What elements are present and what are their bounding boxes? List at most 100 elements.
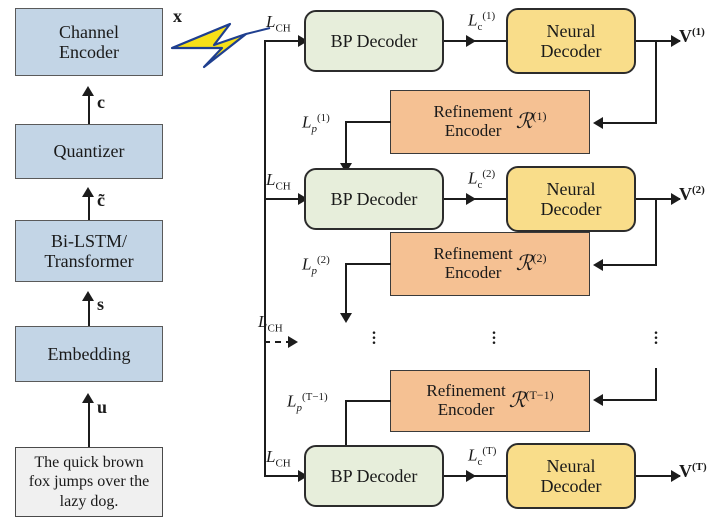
- rowT-channel-llr-label: LCH: [266, 447, 291, 470]
- row2-code-llr-arrow: [466, 193, 476, 205]
- rowT-feedback-arrow: [593, 394, 603, 406]
- row2-channel-arrow: [298, 193, 308, 205]
- signal-label-c-tilde: c̃: [97, 190, 105, 210]
- refine-2-line2: Encoder: [444, 263, 502, 282]
- row2-channel-line: [264, 198, 304, 200]
- row1-output-arrow: [671, 35, 681, 47]
- block-bilstm-transformer: Bi-LSTM/ Transformer: [15, 220, 163, 282]
- refine-2-symbol: ℛ(2): [515, 251, 547, 276]
- rowT-channel-arrow: [298, 470, 308, 482]
- arrow-ctilde-line: [88, 196, 90, 222]
- ellipsis-channel-llr-label: LCH: [258, 312, 283, 335]
- rowT-code-llr-arrow: [466, 470, 476, 482]
- signal-label-u: u: [97, 397, 108, 417]
- refine-1-symbol: ℛ(1): [515, 109, 547, 134]
- rowT-output-arrow: [671, 470, 681, 482]
- ellipsis-channel-dashed-line: [264, 341, 292, 343]
- quantizer-label: Quantizer: [53, 141, 125, 162]
- neural-decoder-1: Neural Decoder: [506, 8, 636, 74]
- row1-code-llr-label: Lc(1): [468, 10, 496, 34]
- refinement-encoder-1: Refinement Encoder ℛ(1): [390, 90, 590, 154]
- arrow-ctilde-head: [82, 187, 94, 197]
- row2-output-line: [636, 198, 680, 200]
- block-quantizer: Quantizer: [15, 124, 163, 179]
- bp-decoder-1: BP Decoder: [304, 10, 444, 72]
- row2-channel-llr-label: LCH: [266, 170, 291, 193]
- bilstm-line1: Bi-LSTM/: [50, 230, 127, 251]
- row2-output-arrow: [671, 193, 681, 205]
- row1-output-line: [636, 40, 680, 42]
- embedding-label: Embedding: [47, 343, 131, 364]
- rowT-channel-line: [264, 475, 304, 477]
- row2-feedback-vline: [655, 198, 657, 266]
- row2-feedback-hline: [600, 264, 657, 266]
- refine-1-line2: Encoder: [444, 121, 502, 140]
- ellipsis-channel-arrow: [288, 336, 298, 348]
- bp-decoder-T-label: BP Decoder: [330, 465, 418, 486]
- bp-decoder-2: BP Decoder: [304, 168, 444, 230]
- refine-2-line1: Refinement: [433, 244, 513, 264]
- row1-code-llr-arrow: [466, 35, 476, 47]
- vertical-dots-refine: ...: [491, 314, 497, 349]
- row2-prior-arrow: [340, 313, 352, 323]
- rowT-prior-llr-label: Lp(T−1): [287, 391, 328, 415]
- row1-channel-llr-label: LCH: [266, 12, 291, 35]
- vertical-dots-bp: ...: [371, 314, 377, 349]
- refine-T-symbol: ℛ(T−1): [508, 388, 554, 413]
- row1-feedback-vline: [655, 40, 657, 124]
- refinement-encoder-2: Refinement Encoder ℛ(2): [390, 232, 590, 296]
- rowT-output-label: V(T): [679, 461, 707, 481]
- channel-trunk-line: [264, 41, 266, 475]
- row2-feedback-arrow: [593, 259, 603, 271]
- refine-T-line1: Refinement: [426, 381, 506, 401]
- signal-label-x: x: [173, 6, 182, 26]
- refine-T-line2: Encoder: [437, 400, 495, 419]
- block-channel-encoder: Channel Encoder: [15, 8, 163, 76]
- row2-output-label: V(2): [679, 184, 705, 204]
- arrow-u-head: [82, 393, 94, 403]
- lightning-bolt-icon: [170, 22, 271, 69]
- row2-prior-hline: [345, 263, 391, 265]
- rowT-feedback-vline: [655, 368, 657, 400]
- neural-decoder-2-line1: Neural: [546, 178, 596, 199]
- row1-feedback-hline: [600, 122, 657, 124]
- neural-decoder-2-line2: Decoder: [540, 199, 602, 219]
- refine-1-line1: Refinement: [433, 102, 513, 122]
- arrow-c-line: [88, 96, 90, 126]
- rowT-output-line: [636, 475, 680, 477]
- row1-prior-llr-label: Lp(1): [302, 112, 330, 136]
- row1-channel-line: [264, 40, 304, 42]
- arrow-u-line: [88, 400, 90, 448]
- refinement-encoder-T: Refinement Encoder ℛ(T−1): [390, 370, 590, 432]
- arrow-s-line: [88, 300, 90, 328]
- arrow-c-head: [82, 86, 94, 96]
- vertical-dots-output: ...: [653, 314, 659, 349]
- block-embedding: Embedding: [15, 326, 163, 382]
- arrow-s-head: [82, 291, 94, 301]
- row1-output-label: V(1): [679, 26, 705, 46]
- source-text: The quick brown fox jumps over the lazy …: [28, 453, 150, 510]
- bp-decoder-T: BP Decoder: [304, 445, 444, 507]
- row1-feedback-arrow: [593, 117, 603, 129]
- signal-label-c: c: [97, 92, 105, 112]
- neural-decoder-1-line2: Decoder: [540, 41, 602, 61]
- row2-prior-vline: [345, 263, 347, 315]
- rowT-prior-hline: [345, 400, 391, 402]
- neural-decoder-T-line1: Neural: [546, 455, 596, 476]
- row2-code-llr-label: Lc(2): [468, 168, 496, 192]
- rowT-prior-vline: [345, 400, 347, 448]
- neural-decoder-T-line2: Decoder: [540, 476, 602, 496]
- signal-label-s: s: [97, 294, 105, 314]
- source-text-box: The quick brown fox jumps over the lazy …: [15, 447, 163, 517]
- channel-encoder-line2: Encoder: [59, 42, 119, 62]
- bp-decoder-2-label: BP Decoder: [330, 188, 418, 209]
- row1-prior-hline: [345, 121, 391, 123]
- rowT-code-llr-label: Lc(T): [468, 445, 497, 469]
- bilstm-line2: Transformer: [44, 251, 134, 271]
- channel-encoder-line1: Channel: [59, 21, 119, 42]
- bp-decoder-1-label: BP Decoder: [330, 30, 418, 51]
- row2-prior-llr-label: Lp(2): [302, 254, 330, 278]
- row1-channel-arrow: [298, 35, 308, 47]
- row1-prior-vline: [345, 121, 347, 165]
